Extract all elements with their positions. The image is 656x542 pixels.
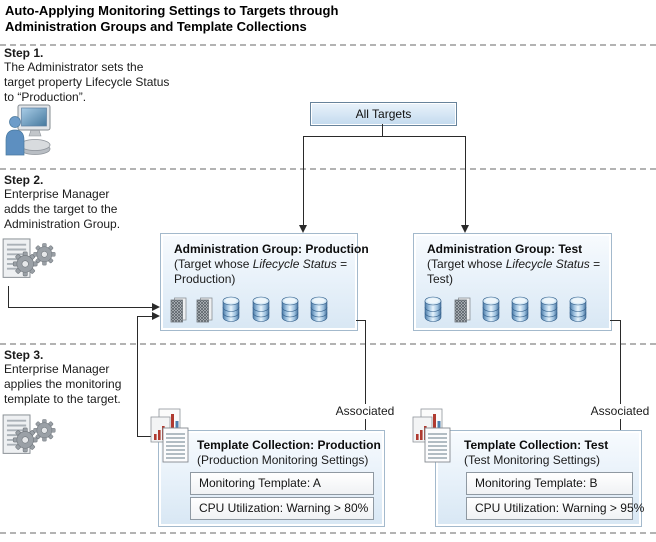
database-icon xyxy=(310,296,328,323)
monitoring-charts-documents-icon xyxy=(412,408,454,466)
admin-group-test-title: Administration Group: Test xyxy=(427,242,583,256)
all-targets-node: All Targets xyxy=(310,102,457,126)
gears-document-icon xyxy=(2,414,58,462)
associated-label: Associated xyxy=(590,404,650,418)
all-targets-label: All Targets xyxy=(355,107,412,121)
subtitle-text: (Target whose xyxy=(427,257,506,271)
connector-line xyxy=(365,419,366,430)
step-3-label: Step 3. xyxy=(4,348,44,362)
page-title-line2: Administration Groups and Template Colle… xyxy=(5,19,307,34)
gears-document-icon xyxy=(2,238,58,286)
database-icon xyxy=(222,296,240,323)
mesh-target-icon xyxy=(196,297,213,323)
associated-label: Associated xyxy=(335,404,395,418)
template-collection-production-subtitle: (Production Monitoring Settings) xyxy=(197,453,369,467)
page-title: Auto-Applying Monitoring Settings to Tar… xyxy=(5,3,338,35)
monitoring-charts-documents-icon xyxy=(150,408,192,466)
step-1-line: to “Production”. xyxy=(4,90,87,104)
dashed-separator xyxy=(0,168,656,170)
connector-line xyxy=(137,436,151,437)
dashed-separator xyxy=(0,343,656,345)
step-2-line: Enterprise Manager xyxy=(4,187,110,201)
admin-user-workstation-icon xyxy=(2,103,56,157)
connector-line xyxy=(465,136,466,226)
step-1-line: The Administrator sets the xyxy=(4,60,144,74)
step-2-text: Step 2. Enterprise Manager adds the targ… xyxy=(4,173,120,232)
connector-line xyxy=(303,136,466,137)
admin-group-production-subtitle-line2: Production) xyxy=(174,272,236,286)
connector-line xyxy=(610,320,620,321)
connector-line xyxy=(137,316,152,317)
arrowhead-right-icon xyxy=(152,303,160,311)
page-title-line1: Auto-Applying Monitoring Settings to Tar… xyxy=(5,3,339,18)
connector-line xyxy=(303,136,304,226)
step-3-line: Enterprise Manager xyxy=(4,362,110,376)
step-1-label: Step 1. xyxy=(4,46,44,60)
subtitle-text: (Target whose xyxy=(174,257,253,271)
monitoring-template-row: Monitoring Template: A xyxy=(190,472,374,495)
connector-line xyxy=(8,307,152,308)
step-1-text: Step 1. The Administrator sets the targe… xyxy=(4,46,169,105)
subtitle-text: = xyxy=(336,257,348,271)
template-collection-production-node: Template Collection: Production (Product… xyxy=(158,430,385,527)
step-2-label: Step 2. xyxy=(4,173,44,187)
step-3-text: Step 3. Enterprise Manager applies the m… xyxy=(4,348,121,407)
connector-line xyxy=(356,320,366,321)
database-icon xyxy=(540,296,558,323)
mesh-target-icon xyxy=(454,297,471,323)
step-3-line: applies the monitoring xyxy=(4,377,122,391)
admin-group-production-title: Administration Group: Production xyxy=(174,242,369,256)
connector-line xyxy=(382,124,383,136)
database-icon xyxy=(281,296,299,323)
admin-group-test-node: Administration Group: Test (Target whose… xyxy=(413,233,612,331)
dashed-separator xyxy=(0,44,656,46)
admin-group-test-subtitle: (Target whose Lifecycle Status = xyxy=(427,257,600,272)
template-collection-test-title: Template Collection: Test xyxy=(464,438,609,452)
step-2-line: Administration Group. xyxy=(4,217,121,231)
database-icon xyxy=(569,296,587,323)
subtitle-italic-text: Lifecycle Status xyxy=(252,257,337,271)
subtitle-text: = xyxy=(589,257,601,271)
database-icon xyxy=(482,296,500,323)
database-icon xyxy=(252,296,270,323)
dashed-separator xyxy=(0,532,656,534)
connector-line xyxy=(137,316,138,436)
step-3-line: template to the target. xyxy=(4,392,121,406)
cpu-utilization-row: CPU Utilization: Warning > 95% xyxy=(466,497,644,520)
arrowhead-down-icon xyxy=(299,225,307,233)
subtitle-italic-text: Lifecycle Status xyxy=(505,257,590,271)
step-2-line: adds the target to the xyxy=(4,202,118,216)
template-collection-test-node: Template Collection: Test (Test Monitori… xyxy=(435,430,644,527)
template-collection-test-subtitle: (Test Monitoring Settings) xyxy=(464,453,601,467)
database-icon xyxy=(424,296,442,323)
mesh-target-icon xyxy=(170,297,187,323)
admin-group-test-subtitle-line2: Test) xyxy=(427,272,454,286)
connector-line xyxy=(8,286,9,307)
template-collection-production-title: Template Collection: Production xyxy=(197,438,381,452)
connector-line xyxy=(365,320,366,404)
database-icon xyxy=(511,296,529,323)
admin-group-production-node: Administration Group: Production (Target… xyxy=(160,233,369,331)
connector-line xyxy=(620,419,621,430)
step-1-line: target property Lifecycle Status xyxy=(4,75,170,89)
admin-group-production-subtitle: (Target whose Lifecycle Status = xyxy=(174,257,347,272)
monitoring-template-row: Monitoring Template: B xyxy=(466,472,633,495)
connector-line xyxy=(620,320,621,404)
arrowhead-down-icon xyxy=(461,225,469,233)
arrowhead-right-icon xyxy=(152,312,160,320)
cpu-utilization-row: CPU Utilization: Warning > 80% xyxy=(190,497,374,520)
